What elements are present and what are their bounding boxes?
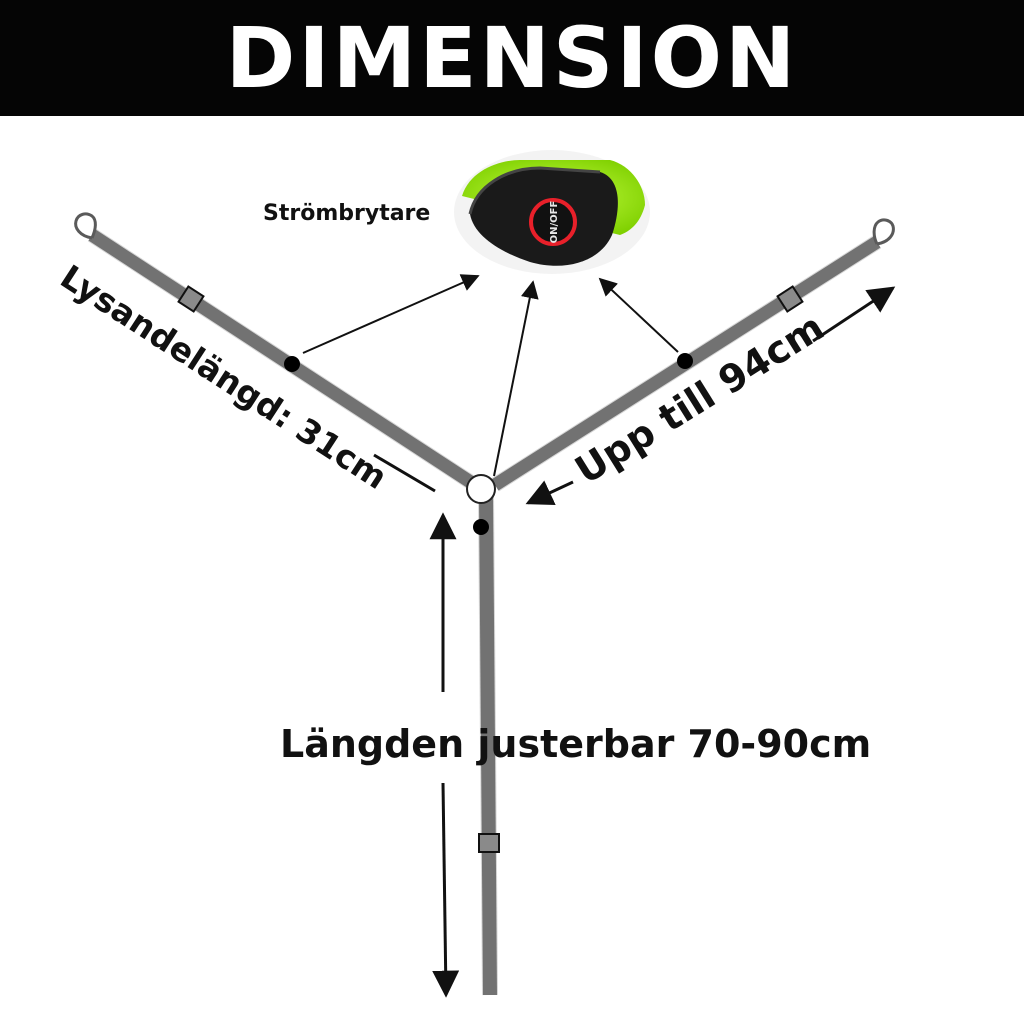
left-hook-icon xyxy=(74,212,97,240)
power-switch-image: ON/OFF xyxy=(454,150,650,274)
strap-left xyxy=(87,228,480,492)
on-off-button-icon xyxy=(529,198,577,246)
switch-dot-bottom xyxy=(473,519,489,535)
pointer-arrow-left xyxy=(302,274,480,354)
buckle-left-icon xyxy=(177,285,205,313)
switch-dot-right xyxy=(677,353,693,369)
right-hook-icon xyxy=(872,218,895,246)
on-off-label: ON/OFF xyxy=(549,201,560,244)
buckle-bottom-icon xyxy=(478,833,500,853)
max-length-label: Upp till 94cm xyxy=(567,305,831,493)
center-ring-icon xyxy=(466,474,496,504)
max-length-arrow-upper xyxy=(812,286,896,343)
max-length-arrow-lower xyxy=(525,480,574,505)
adjustable-arrow-down xyxy=(432,782,460,998)
light-length-tick xyxy=(373,453,436,493)
switch-dot-left xyxy=(284,356,300,372)
light-length-label: Lysandelängd: 31cm xyxy=(54,257,394,497)
strap-bottom xyxy=(478,494,498,996)
buckle-right-icon xyxy=(776,285,804,313)
title-banner: DIMENSION xyxy=(0,0,1024,116)
page-title: DIMENSION xyxy=(225,9,799,107)
pointer-arrow-right xyxy=(598,277,679,353)
dimension-diagram: ON/OFF Strömbrytare Lysandelängd: 31cm U… xyxy=(54,150,896,998)
switch-label: Strömbrytare xyxy=(263,201,430,226)
adjustable-length-label: Längden justerbar 70-90cm xyxy=(280,722,871,766)
pointer-arrow-center xyxy=(493,280,539,477)
